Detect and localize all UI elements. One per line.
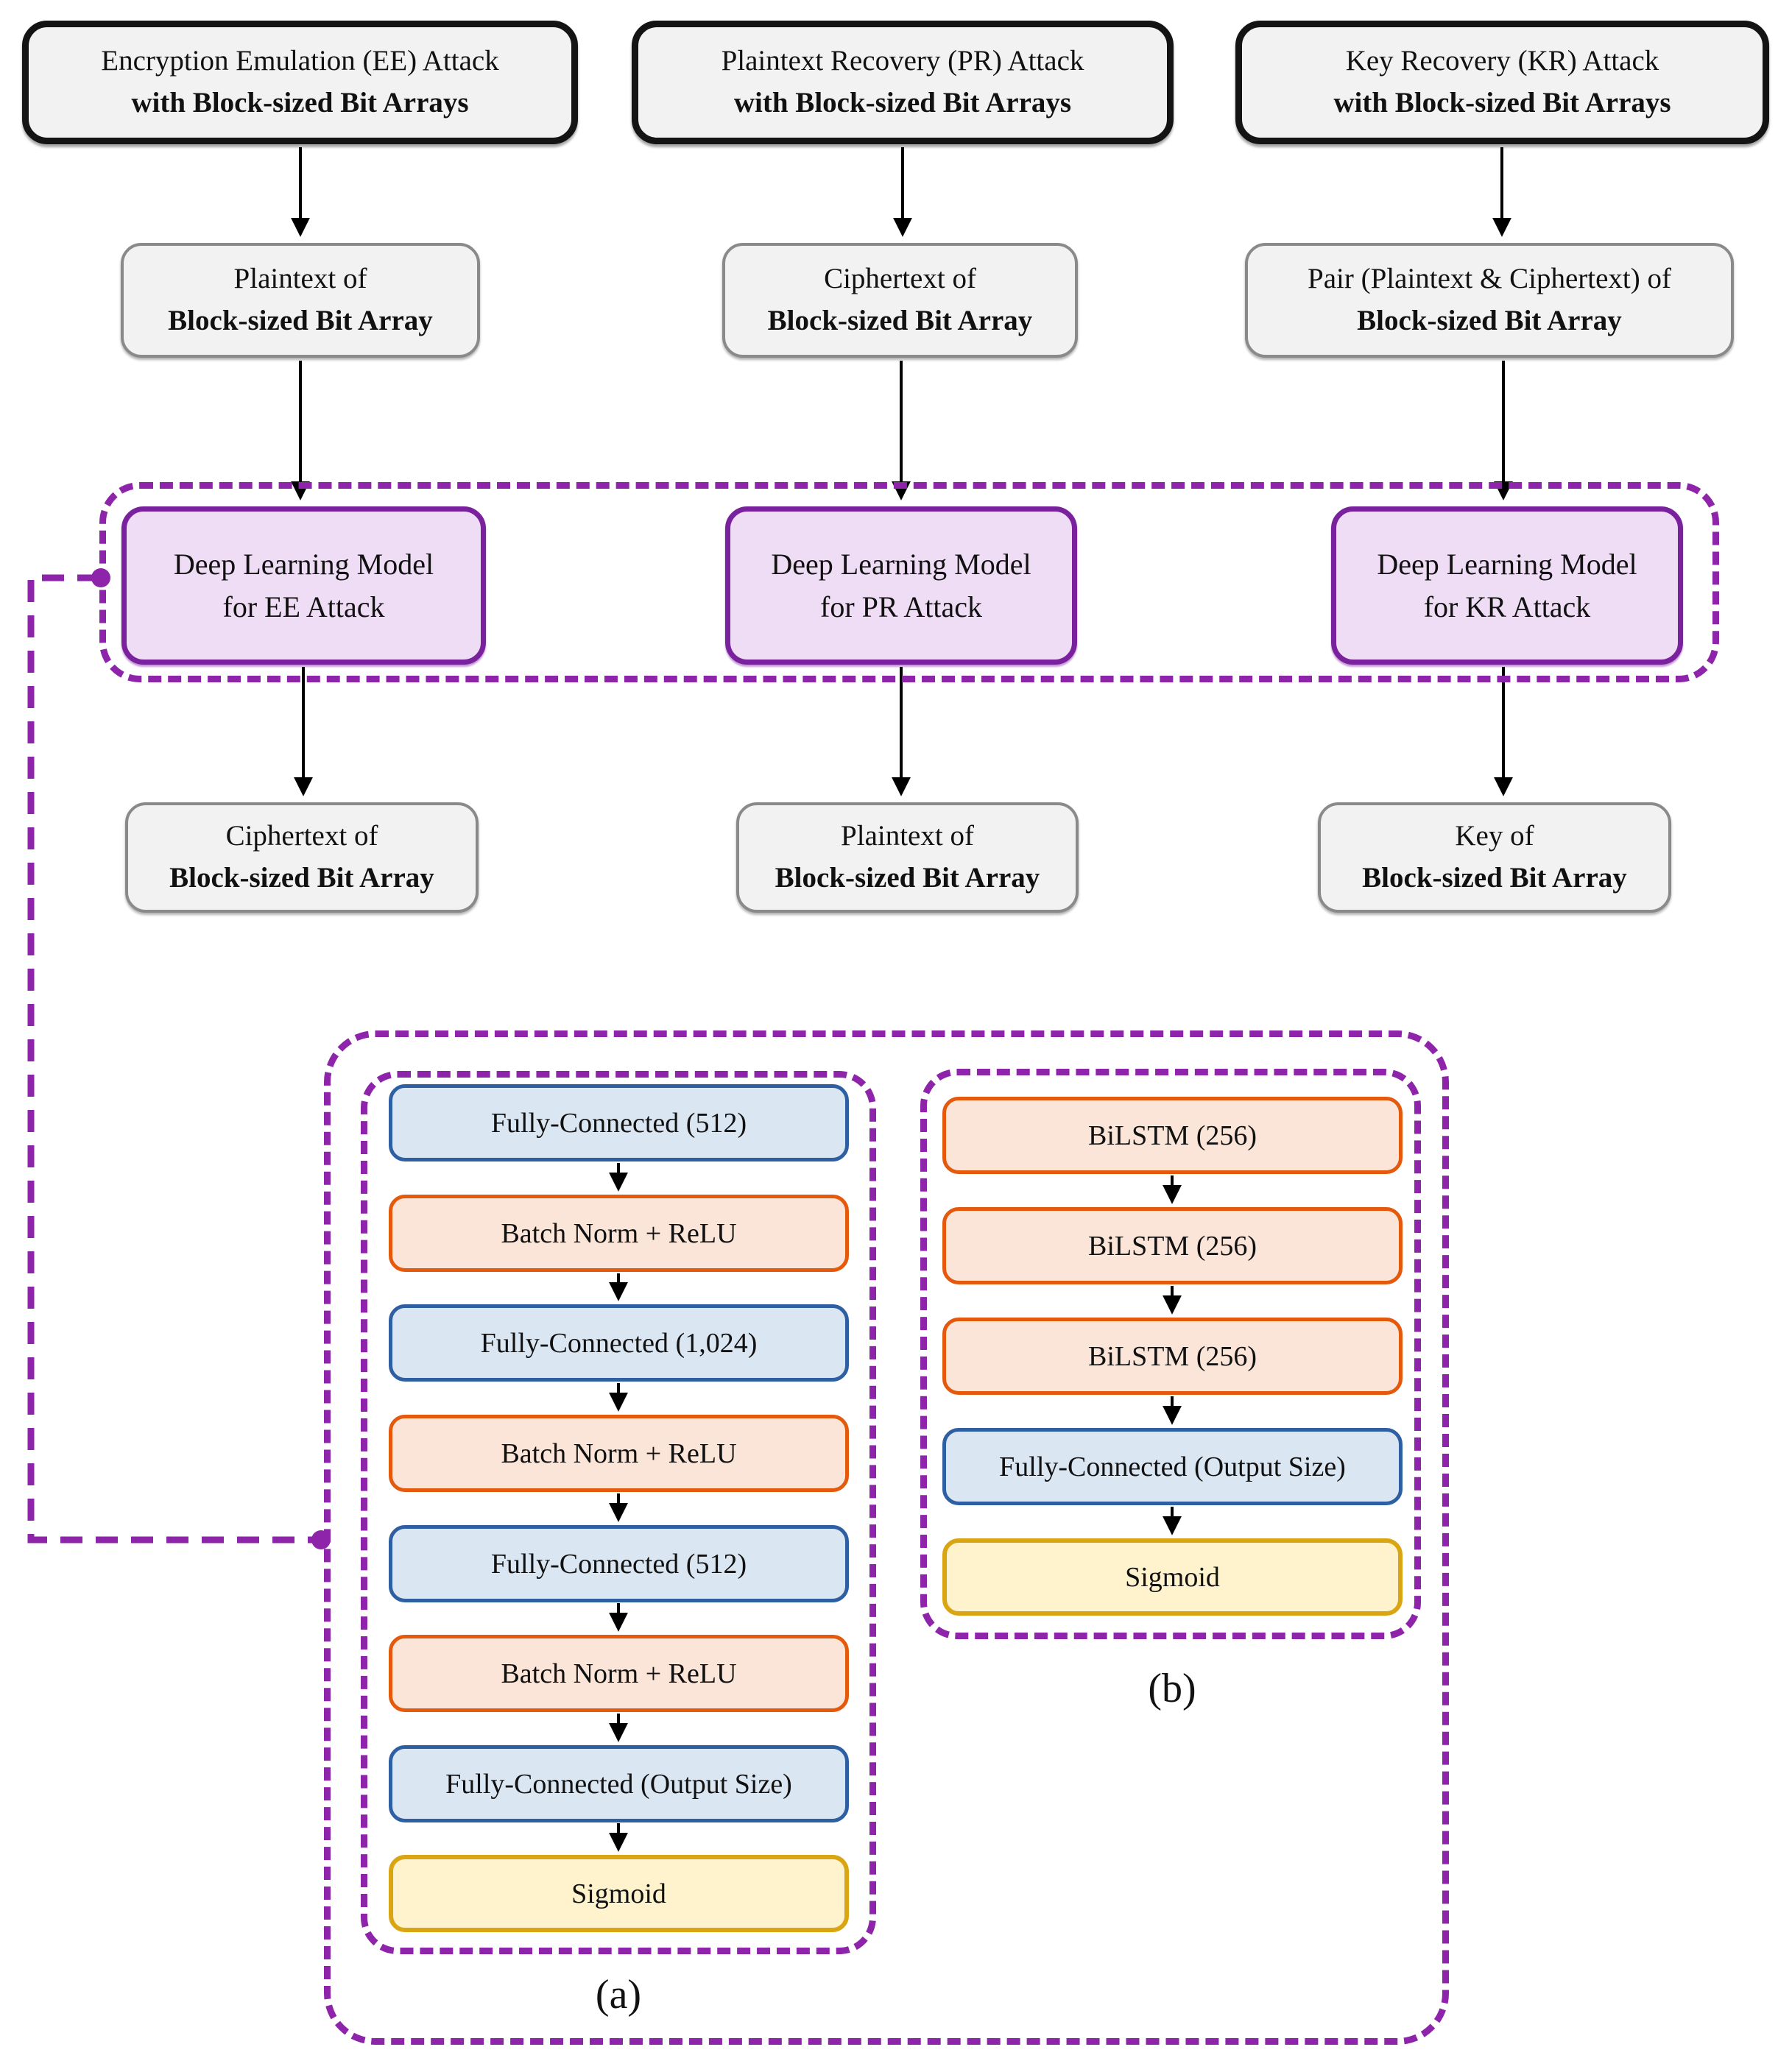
kr-model-line1: Deep Learning Model — [1377, 547, 1637, 581]
sigmoid-layer: Sigmoid — [942, 1538, 1403, 1616]
layer-label: Batch Norm + ReLU — [501, 1217, 737, 1249]
bilstm-layer: BiLSTM (256) — [942, 1207, 1403, 1284]
layer-label: Batch Norm + ReLU — [501, 1438, 737, 1469]
ee-input-box: Plaintext of Block-sized Bit Array — [121, 243, 480, 358]
kr-attack-box: Key Recovery (KR) Attack with Block-size… — [1235, 21, 1769, 144]
ee-model-line2: for EE Attack — [222, 590, 385, 623]
layer-label: Fully-Connected (512) — [490, 1107, 747, 1139]
layer-label: Fully-Connected (Output Size) — [445, 1768, 792, 1800]
layer-label: Fully-Connected (1,024) — [480, 1327, 758, 1359]
kr-input-line1: Pair (Plaintext & Ciphertext) of — [1308, 263, 1671, 295]
ee-attack-box: Encryption Emulation (EE) Attack with Bl… — [22, 21, 578, 144]
kr-model-line2: for KR Attack — [1423, 590, 1591, 623]
layer-label: Sigmoid — [571, 1878, 666, 1909]
kr-input-box: Pair (Plaintext & Ciphertext) of Block-s… — [1245, 243, 1734, 358]
kr-input-line2: Block-sized Bit Array — [1357, 305, 1622, 336]
ee-output-box: Ciphertext of Block-sized Bit Array — [125, 802, 479, 913]
layer-label: Sigmoid — [1125, 1561, 1220, 1593]
batchnorm-layer: Batch Norm + ReLU — [389, 1195, 849, 1272]
kr-output-line2: Block-sized Bit Array — [1362, 862, 1627, 894]
kr-output-box: Key of Block-sized Bit Array — [1318, 802, 1671, 913]
kr-attack-subtitle: with Block-sized Bit Arrays — [1333, 87, 1671, 119]
pr-output-line2: Block-sized Bit Array — [775, 862, 1040, 894]
ee-attack-subtitle: with Block-sized Bit Arrays — [131, 87, 469, 119]
kr-model-box: Deep Learning Model for KR Attack — [1331, 506, 1683, 665]
ee-attack-title: Encryption Emulation (EE) Attack — [101, 45, 499, 77]
layer-label: BiLSTM (256) — [1087, 1340, 1257, 1372]
fc-layer: Fully-Connected (Output Size) — [389, 1745, 849, 1822]
ee-model-line1: Deep Learning Model — [173, 547, 434, 581]
bilstm-layer: BiLSTM (256) — [942, 1097, 1403, 1174]
pr-model-line1: Deep Learning Model — [771, 547, 1031, 581]
layer-label: Fully-Connected (512) — [490, 1548, 747, 1580]
ee-model-box: Deep Learning Model for EE Attack — [121, 506, 486, 665]
pr-output-box: Plaintext of Block-sized Bit Array — [736, 802, 1079, 913]
pr-input-line2: Block-sized Bit Array — [767, 305, 1033, 336]
kr-output-line1: Key of — [1455, 820, 1534, 852]
pr-input-box: Ciphertext of Block-sized Bit Array — [722, 243, 1078, 358]
fc-layer: Fully-Connected (1,024) — [389, 1304, 849, 1382]
arch-a-dashed-box — [361, 1071, 876, 1954]
layer-label: Fully-Connected (Output Size) — [999, 1451, 1346, 1482]
fc-layer: Fully-Connected (512) — [389, 1084, 849, 1161]
arch-b-caption: (b) — [1148, 1666, 1196, 1711]
architecture-dashed-container — [324, 1030, 1449, 2045]
ee-output-line1: Ciphertext of — [225, 820, 378, 852]
ee-input-line2: Block-sized Bit Array — [168, 305, 433, 336]
layer-label: BiLSTM (256) — [1087, 1120, 1257, 1151]
arch-b-dashed-box — [920, 1069, 1421, 1639]
ee-input-line1: Plaintext of — [233, 263, 367, 295]
layer-label: BiLSTM (256) — [1087, 1230, 1257, 1262]
arch-a-caption: (a) — [595, 1972, 642, 2018]
sigmoid-layer: Sigmoid — [389, 1855, 849, 1932]
fc-layer: Fully-Connected (Output Size) — [942, 1428, 1403, 1505]
pr-attack-box: Plaintext Recovery (PR) Attack with Bloc… — [632, 21, 1174, 144]
pr-input-line1: Ciphertext of — [824, 263, 976, 295]
pr-attack-title: Plaintext Recovery (PR) Attack — [721, 45, 1084, 77]
pr-model-box: Deep Learning Model for PR Attack — [725, 506, 1077, 665]
batchnorm-layer: Batch Norm + ReLU — [389, 1415, 849, 1492]
models-dashed-container — [99, 482, 1719, 682]
bilstm-layer: BiLSTM (256) — [942, 1318, 1403, 1395]
layer-label: Batch Norm + ReLU — [501, 1658, 737, 1689]
model-detail-connector — [27, 574, 317, 1544]
pr-model-line2: for PR Attack — [820, 590, 982, 623]
ee-output-line2: Block-sized Bit Array — [169, 862, 434, 894]
fc-layer: Fully-Connected (512) — [389, 1525, 849, 1602]
pr-output-line1: Plaintext of — [841, 820, 974, 852]
batchnorm-layer: Batch Norm + ReLU — [389, 1635, 849, 1712]
kr-attack-title: Key Recovery (KR) Attack — [1345, 45, 1659, 77]
pr-attack-subtitle: with Block-sized Bit Arrays — [733, 87, 1072, 119]
